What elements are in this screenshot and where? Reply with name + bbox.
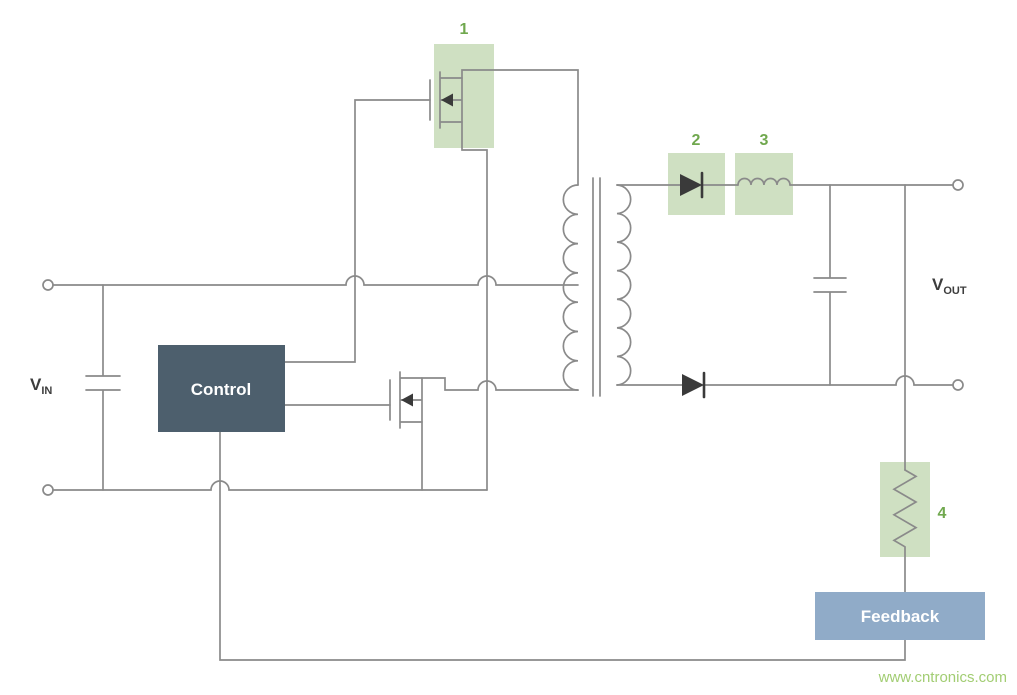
- q2-arrow-icon: [401, 393, 413, 407]
- wire-network: [52, 69, 954, 661]
- callout-2-label: 2: [692, 132, 701, 149]
- diode-bars: [700, 171, 706, 399]
- q1-drain-wire: [461, 69, 579, 186]
- output-terminal-top: [952, 179, 964, 191]
- output-capacitor: [813, 184, 847, 386]
- feedback-return-wire: [219, 431, 906, 661]
- transformer-primary-winding: [562, 184, 579, 391]
- feedback-block: [815, 592, 985, 640]
- input-rail-top: [52, 275, 579, 286]
- diode-top-triangle: [680, 174, 702, 196]
- vout-label: VOUT: [932, 275, 967, 297]
- q2-drain-wire: [421, 377, 579, 391]
- vin-label: VIN: [30, 375, 52, 397]
- vout-label-sub: OUT: [943, 285, 967, 297]
- feedback-block-label: Feedback: [861, 607, 940, 626]
- input-capacitor: [85, 284, 121, 491]
- terminals: [42, 179, 964, 496]
- highlight-q1: [434, 44, 494, 148]
- highlight-resistor: [880, 462, 930, 557]
- vin-label-base: V: [30, 375, 42, 394]
- callout-4-label: 4: [938, 505, 947, 522]
- output-rail-bottom: [616, 375, 954, 386]
- transformer-secondary-winding: [616, 184, 632, 386]
- highlight-boxes: [434, 44, 930, 557]
- vin-label-sub: IN: [41, 385, 52, 397]
- control-block: [158, 345, 285, 432]
- watermark-text: www.cntronics.com: [878, 669, 1007, 686]
- feedback-resistor: [892, 469, 918, 593]
- diode-bottom-triangle: [682, 374, 704, 396]
- callout-3-label: 3: [760, 132, 769, 149]
- input-terminal-top: [42, 279, 54, 291]
- input-terminal-bottom: [42, 484, 54, 496]
- q1-source-wire: [461, 121, 488, 491]
- output-terminal-bottom: [952, 379, 964, 391]
- transformer-core: [592, 177, 601, 397]
- output-inductor: [737, 177, 791, 186]
- semiconductor-marks: [401, 93, 704, 407]
- vout-label-base: V: [932, 275, 944, 294]
- callout-1-label: 1: [460, 21, 469, 38]
- control-block-label: Control: [191, 380, 251, 399]
- q1-arrow-icon: [441, 93, 453, 107]
- q1-gate-wire: [284, 99, 431, 363]
